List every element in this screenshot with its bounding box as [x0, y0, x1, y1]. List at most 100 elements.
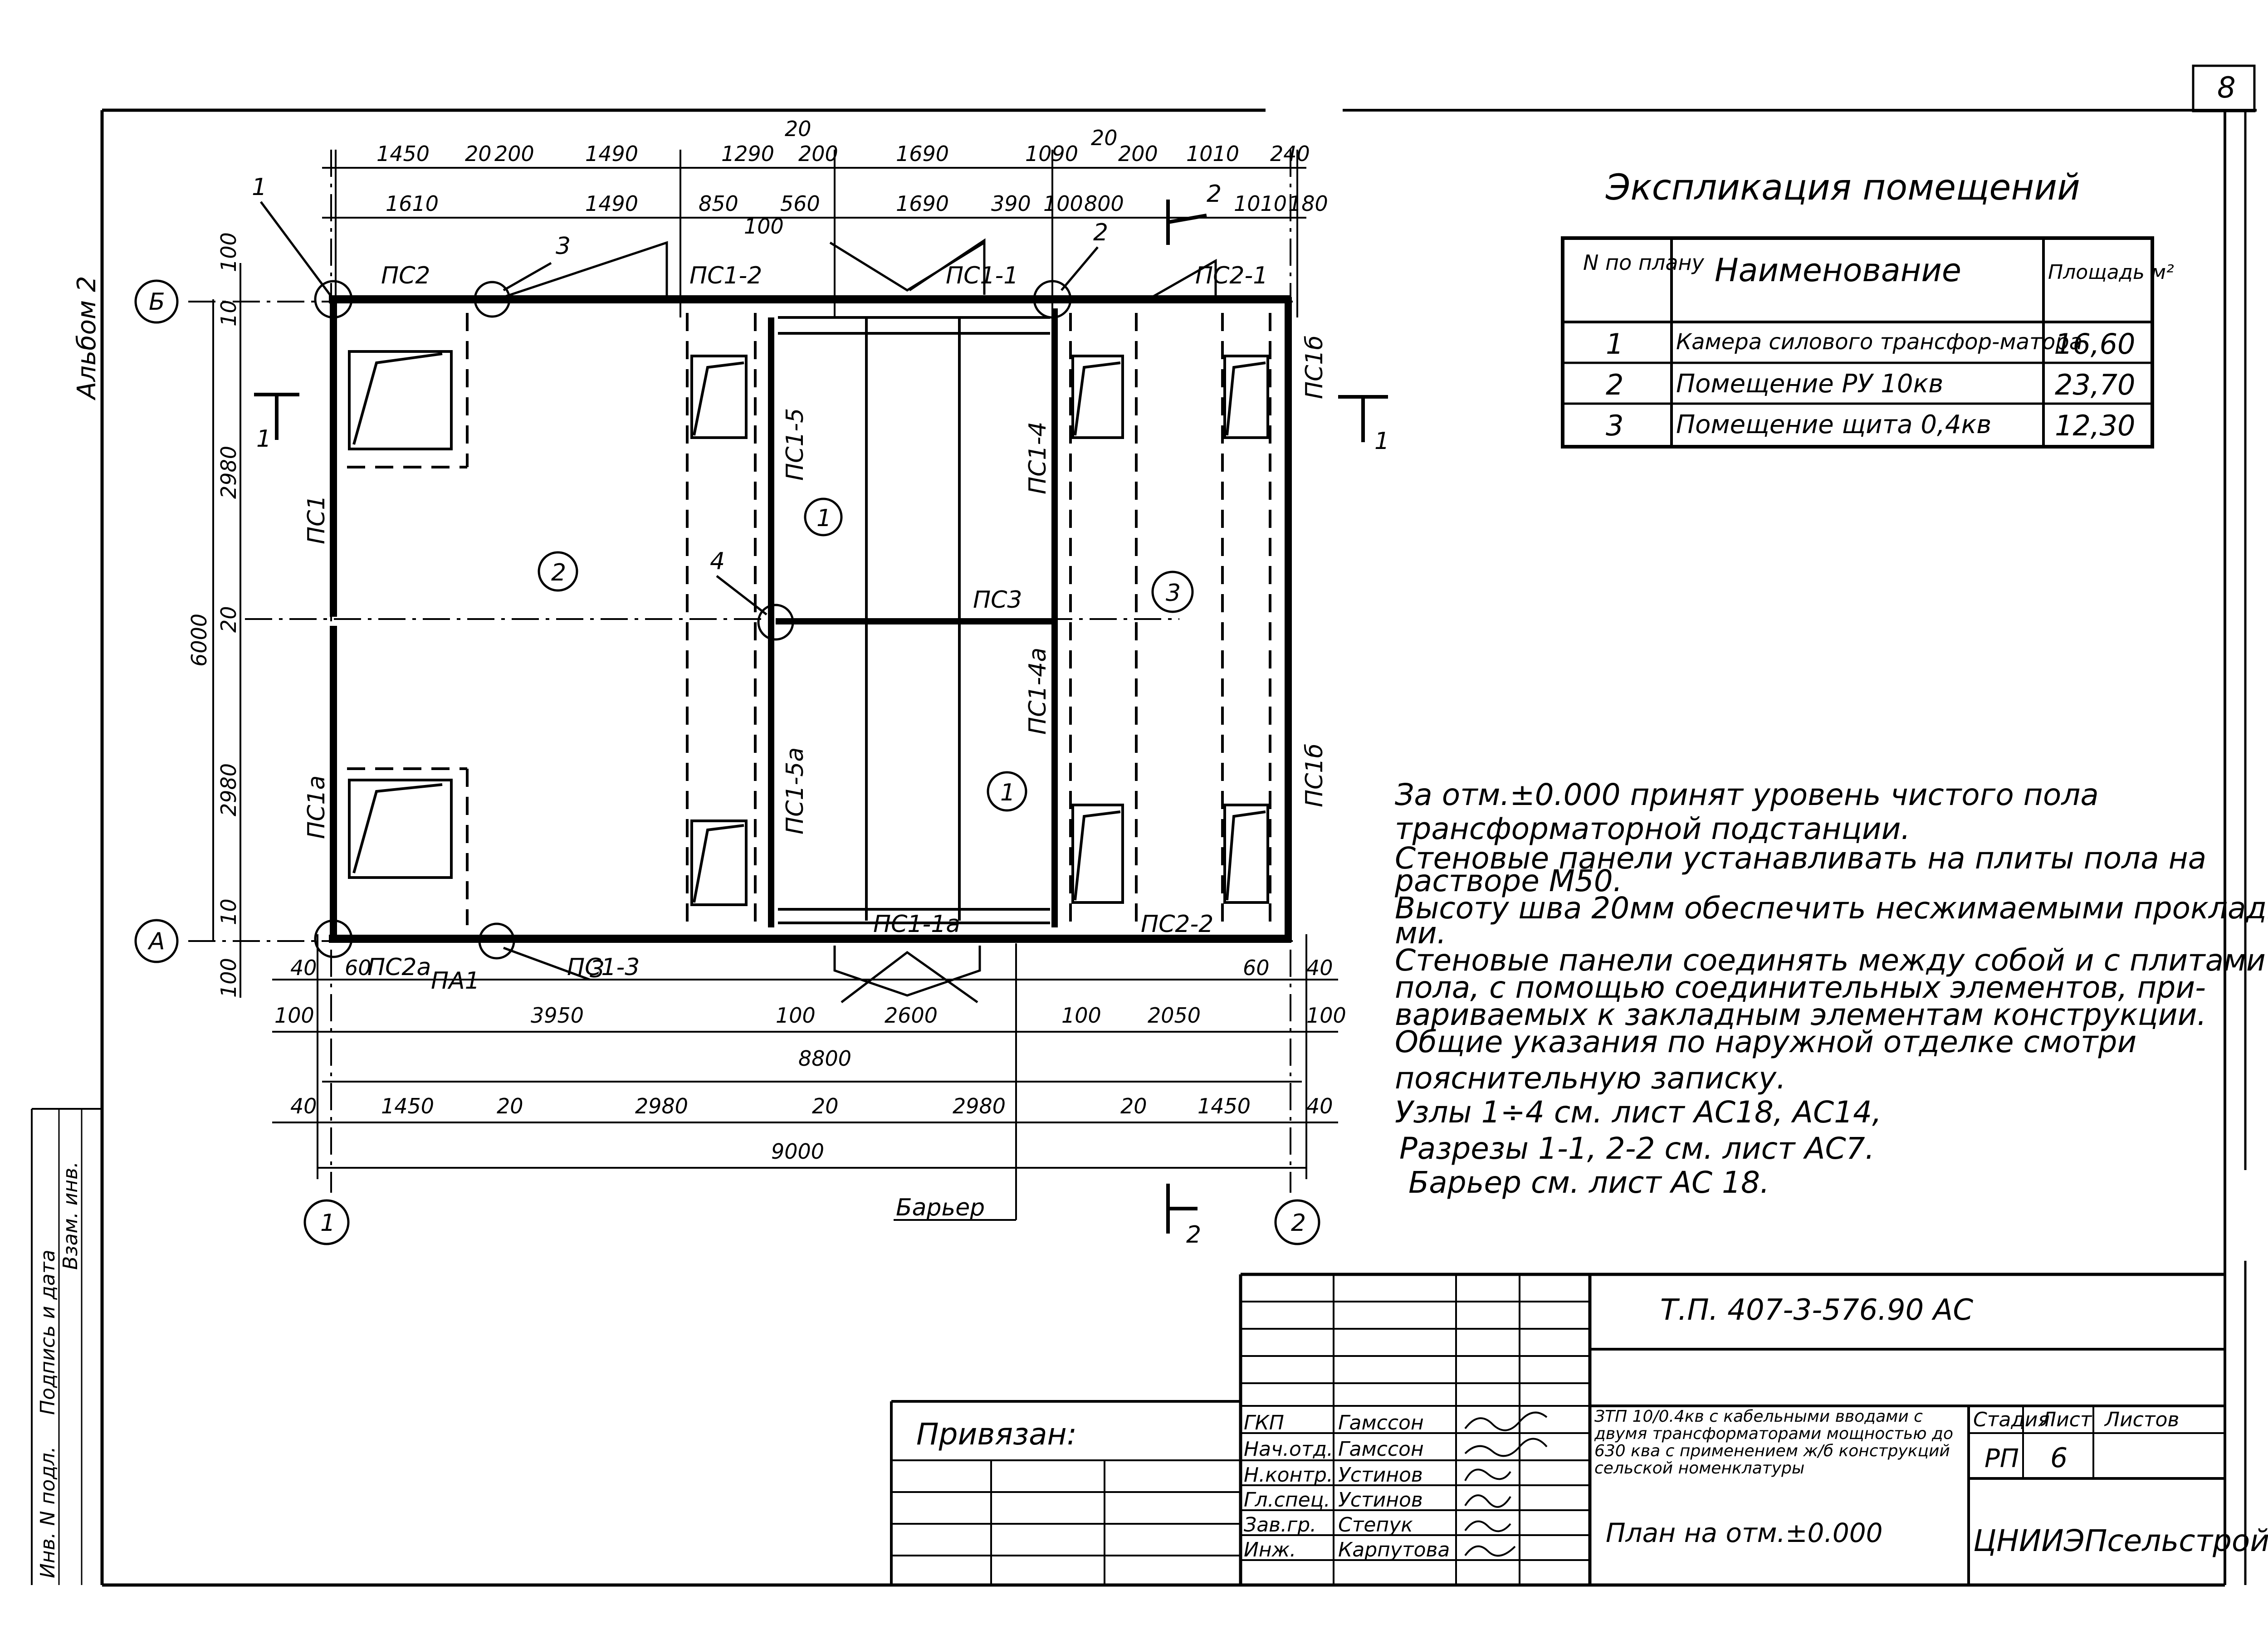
sheet-frame [31, 108, 2257, 1587]
dim-label: 200 [494, 141, 534, 166]
node-number: 3 [556, 233, 571, 260]
explication-cell-area: 12,30 [2055, 409, 2136, 442]
stage-value: РП [1984, 1444, 2019, 1473]
note-line: трансформаторной подстанции. [1395, 811, 1910, 846]
dim-label: 1490 [585, 191, 638, 216]
drawing-title: План на отм.±0.000 [1606, 1517, 1883, 1548]
section-label: 2 [1207, 180, 1222, 208]
explication-title: Экспликация помещений [1605, 167, 2080, 208]
project-desc-box: ЗТП 10/0.4кв с кабельными вводами с двум… [1594, 1408, 1953, 1477]
dim-label: 40 [1306, 1094, 1333, 1118]
dim-label: 180 [1288, 191, 1328, 216]
note-line: Разрезы 1-1, 2-2 см. лист АС7. [1399, 1131, 1875, 1166]
stage-header: Стадия [1973, 1408, 2050, 1431]
explication-header-name: Наименование [1715, 252, 1961, 289]
explication-header-area: Площадь м² [2048, 261, 2174, 284]
dim-label: 10 [216, 898, 241, 925]
section-label: 1 [1374, 428, 1389, 455]
floor-plan [134, 150, 1388, 1245]
dim-label: 2050 [1148, 1003, 1201, 1028]
section-label: 2 [1186, 1221, 1201, 1249]
dim-label: 20 [1091, 126, 1118, 150]
section-label: 1 [256, 425, 271, 453]
note-line: вариваемых к закладным элементам констру… [1395, 997, 2206, 1032]
axis-b-label: Б [149, 288, 165, 316]
dim-label: 40 [290, 956, 317, 980]
dim-label: 100 [216, 958, 241, 998]
dim-label: 560 [780, 191, 820, 216]
dim-label: 1690 [896, 141, 949, 166]
axis-2-label: 2 [1291, 1210, 1306, 1237]
dim-label: 40 [1306, 956, 1333, 980]
dim-total-9000: 9000 [771, 1139, 824, 1164]
dim-label: 800 [1084, 191, 1124, 216]
signer-name: Устинов [1338, 1463, 1423, 1487]
dim-label: 200 [1118, 141, 1158, 166]
dim-label: 390 [991, 191, 1031, 216]
dim-label: 1450 [376, 141, 430, 166]
explication-cell-num: 2 [1606, 368, 1623, 401]
explication-cell-num: 1 [1606, 327, 1623, 361]
note-line: растворе М50. [1394, 863, 1623, 898]
dim-label: 100 [744, 214, 784, 239]
signer-name: Гамссон [1338, 1438, 1424, 1461]
sheet-header: Лист [2040, 1408, 2092, 1431]
note-line: Высоту шва 20мм обеспечить несжимаемыми … [1395, 891, 2268, 926]
node-number: 1 [252, 174, 267, 201]
node-number: 3 [590, 956, 605, 983]
signer-name: Устинов [1338, 1488, 1423, 1512]
room-number: 2 [551, 559, 566, 586]
note-line: Стеновые панели устанавливать на плиты п… [1395, 841, 2206, 876]
signature-marks [1464, 1411, 1548, 1557]
explication-cell-num: 3 [1606, 409, 1623, 442]
dim-label: 1090 [1025, 141, 1078, 166]
panel-label: ПС1-5 [782, 408, 809, 481]
panel-label: ПА1 [431, 967, 480, 995]
privyazan-label: Привязан: [916, 1417, 1077, 1452]
dim-label: 100 [216, 232, 241, 272]
note-line: пояснительную записку. [1395, 1061, 1786, 1096]
album-label: Альбом 2 [72, 276, 102, 400]
dim-label: 1450 [381, 1094, 434, 1118]
role-label: Н.контр. [1244, 1463, 1333, 1487]
dim-label: 100 [274, 1003, 314, 1028]
explication-cell-area: 16,60 [2055, 327, 2136, 361]
signer-name: Гамссон [1338, 1411, 1424, 1434]
panel-label: ПС1-3 [567, 954, 640, 981]
sheets-header: Листов [2104, 1408, 2179, 1431]
page-number: 8 [2217, 71, 2236, 105]
title-block [890, 1273, 2225, 1585]
organization: ЦНИИЭПсельстрой [1973, 1523, 2268, 1558]
role-label: ГКП [1244, 1411, 1284, 1434]
signer-name: Степук [1338, 1513, 1413, 1536]
panel-label: ПС1а [303, 776, 330, 839]
side-label-vzam: Взам. инв. [59, 1161, 82, 1270]
dim-label: 20 [497, 1094, 523, 1118]
note-line: За отм.±0.000 принят уровень чистого пол… [1395, 777, 2099, 812]
room-number: 3 [1166, 580, 1181, 607]
dim-label: 1450 [1198, 1094, 1251, 1118]
explication-table [1561, 236, 2154, 449]
room-number: 1 [816, 505, 831, 532]
signer-name: Карпутова [1338, 1538, 1450, 1561]
dim-label: 1690 [896, 191, 949, 216]
side-label-sign: Подпись и дата [36, 1250, 59, 1415]
note-line: пола, с помощью соединительных элементов… [1395, 970, 2206, 1005]
panel-label: ПС1-1а [873, 911, 960, 938]
dim-label: 100 [1061, 1003, 1101, 1028]
axis-a-label: А [147, 928, 165, 955]
dim-label: 2980 [216, 763, 241, 816]
explication-cell-name: Камера силового трансфор-матора [1676, 329, 2082, 355]
dim-label: 60 [345, 956, 371, 980]
dim-label: 20 [785, 117, 811, 141]
role-label: Нач.отд. [1244, 1438, 1333, 1461]
panel-label: ПС2 [381, 262, 430, 289]
dim-label: 1290 [721, 141, 774, 166]
dim-label: 20 [465, 141, 492, 166]
dim-label: 20 [812, 1094, 839, 1118]
note-line: Общие указания по наружной отделке смотр… [1395, 1024, 2136, 1059]
panel-label: ПС1-1 [946, 262, 1018, 289]
dim-label: 10 [216, 300, 241, 327]
node-number: 2 [1093, 219, 1108, 246]
dim-label: 1490 [585, 141, 638, 166]
